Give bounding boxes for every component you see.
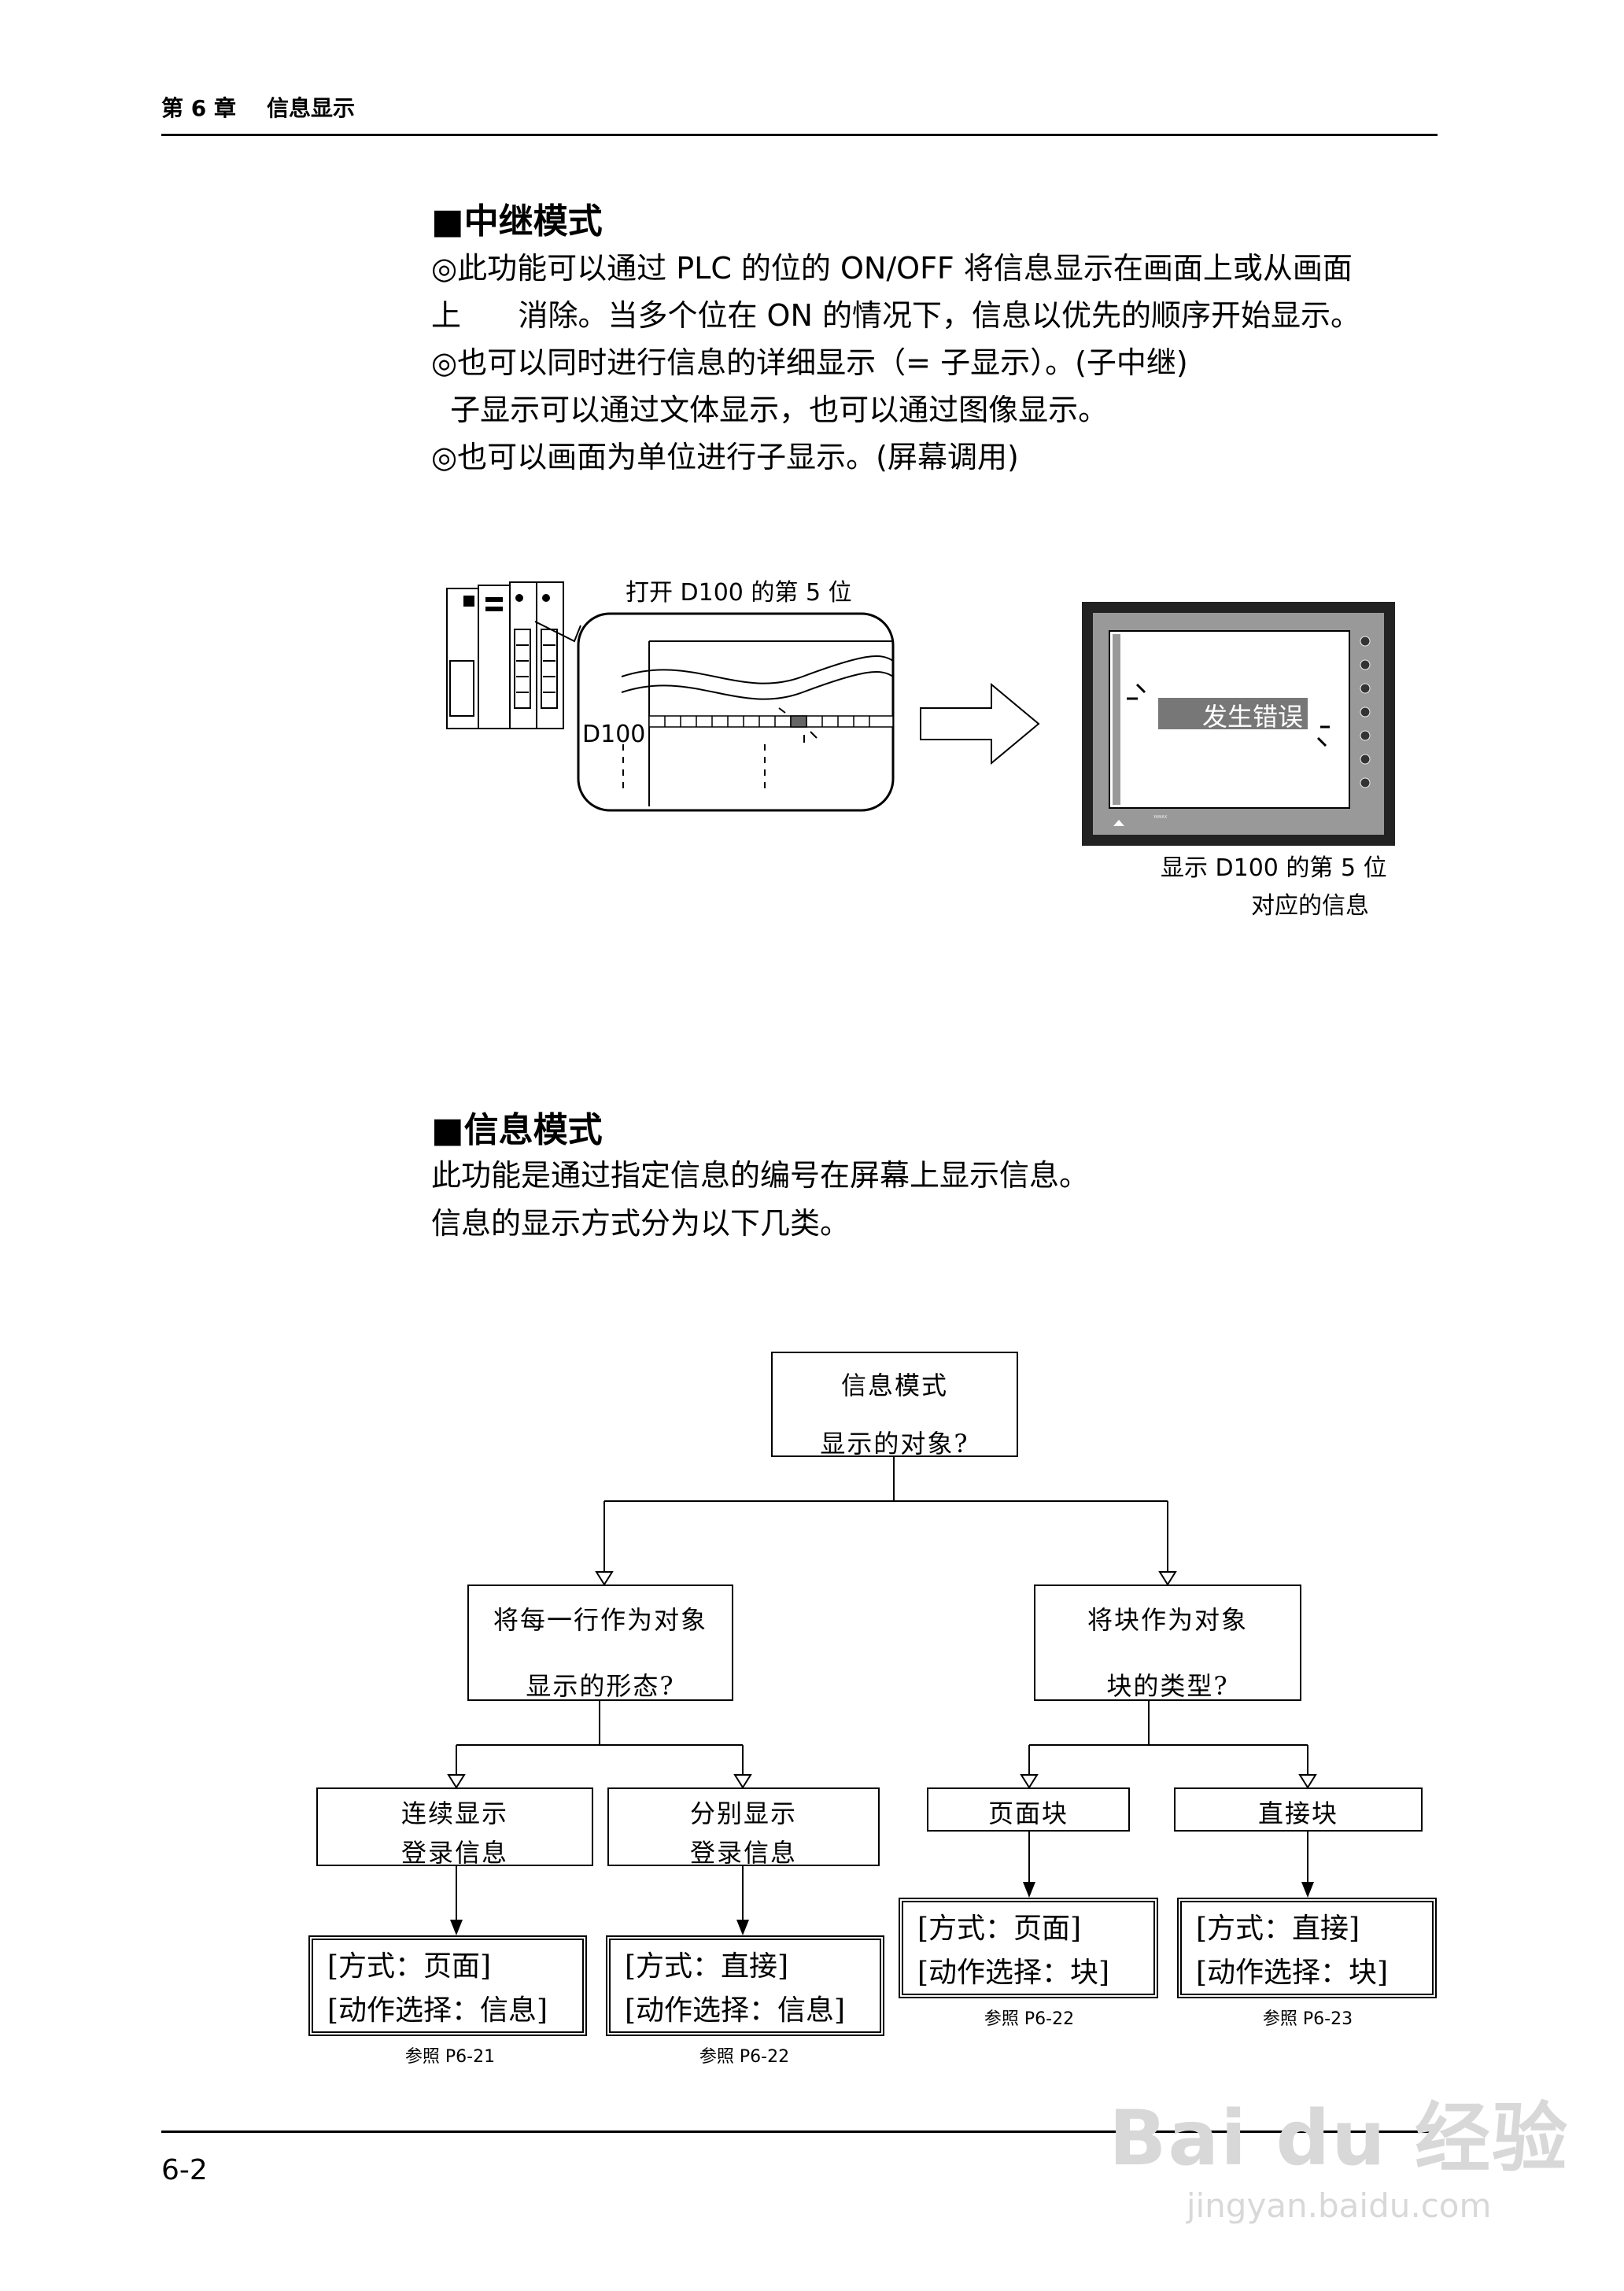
page-reference: 参照 P6-22 — [699, 2047, 790, 2067]
zoom-bubble — [577, 612, 895, 812]
figure-caption-bottom: 显示 D100 的第 5 位 — [1161, 854, 1387, 882]
chapter-header: 第 6 章 信息显示 — [161, 95, 355, 121]
setting-box: [方式：直接] [动作选择：块] — [1177, 1898, 1437, 1998]
page-reference: 参照 P6-21 — [404, 2047, 496, 2067]
operation-panel-icon — [1082, 602, 1395, 846]
flow-node-continuous: 连续显示 登录信息 — [316, 1787, 593, 1868]
setting-method: [方式：直接] — [625, 1950, 789, 1983]
plc-rack-icon — [446, 581, 564, 729]
page-reference: 参照 P6-22 — [984, 2009, 1075, 2029]
flow-node-line-target: 将每一行作为对象 显示的形态? — [467, 1585, 733, 1701]
setting-method: [方式：页面] — [327, 1950, 492, 1983]
section-title-relay-mode: ■中继模式 — [431, 201, 603, 242]
flow-node-text: 显示的对象? — [820, 1429, 969, 1459]
figure-caption-bottom: 对应的信息 — [1251, 892, 1369, 920]
flow-node-root: 信息模式 显示的对象? — [771, 1352, 1018, 1459]
watermark-logo: Bai du 经验 — [1109, 2094, 1569, 2182]
relay-mode-diagram — [446, 581, 1395, 846]
flow-node-text: 将每一行作为对象 — [493, 1605, 707, 1635]
flow-node-text: 登录信息 — [400, 1838, 508, 1868]
body-line: ◎此功能可以通过 PLC 的位的 ON/OFF 将信息显示在画面上或从画面 — [431, 251, 1353, 286]
setting-action: [动作选择：块] — [1196, 1957, 1389, 1989]
body-line: 子显示可以通过文体显示，也可以通过图像显示。 — [431, 393, 1109, 427]
flow-node-text: 连续显示 — [400, 1798, 508, 1828]
flow-node-direct-block: 直接块 — [1174, 1787, 1423, 1832]
flow-node-page-block: 页面块 — [927, 1787, 1130, 1832]
setting-action: [动作选择：信息] — [327, 1994, 548, 2027]
watermark-url: jingyan.baidu.com — [1186, 2186, 1492, 2225]
body-line: 信息的显示方式分为以下几类。 — [431, 1206, 851, 1241]
header-divider — [161, 134, 1438, 136]
flow-node-block-target: 将块作为对象 块的类型? — [1034, 1585, 1301, 1701]
setting-method: [方式：直接] — [1196, 1913, 1360, 1945]
body-line: 上 消除。当多个位在 ON 的情况下，信息以优先的顺序开始显示。 — [431, 298, 1360, 333]
flow-node-text: 直接块 — [1257, 1798, 1338, 1828]
flow-node-text: 块的类型? — [1106, 1671, 1229, 1701]
body-line: 此功能是通过指定信息的编号在屏幕上显示信息。 — [431, 1158, 1090, 1193]
setting-box: [方式：直接] [动作选择：信息] — [606, 1935, 884, 2036]
flow-node-text: 分别显示 — [689, 1798, 797, 1828]
screen-message: 发生错误 — [1201, 702, 1303, 732]
footer-divider — [161, 2131, 1438, 2133]
section-title-message-mode: ■信息模式 — [431, 1110, 603, 1150]
flow-node-text: 显示的形态? — [526, 1671, 675, 1701]
register-label: D100 — [582, 721, 646, 748]
setting-method: [方式：页面] — [917, 1913, 1082, 1945]
baidu-watermark: Bai du 经验 jingyan.baidu.com — [1109, 2077, 1569, 2225]
right-arrow-icon — [920, 682, 1040, 766]
flow-node-separate: 分别显示 登录信息 — [607, 1787, 880, 1868]
page-number: 6-2 — [161, 2154, 208, 2186]
d100-register-bits — [648, 715, 894, 728]
setting-box: [方式：页面] [动作选择：信息] — [308, 1935, 587, 2036]
body-line: ◎也可以画面为单位进行子显示。(屏幕调用) — [431, 440, 1019, 474]
setting-action: [动作选择：信息] — [625, 1994, 846, 2027]
flow-node-text: 将块作为对象 — [1087, 1605, 1248, 1635]
setting-action: [动作选择：块] — [917, 1957, 1110, 1989]
flow-node-text: 信息模式 — [840, 1371, 948, 1400]
setting-box: [方式：页面] [动作选择：块] — [899, 1898, 1158, 1998]
flow-node-text: 页面块 — [987, 1798, 1069, 1828]
page-reference: 参照 P6-23 — [1262, 2009, 1353, 2029]
figure-caption-top: 打开 D100 的第 5 位 — [626, 579, 852, 607]
body-line: ◎也可以同时进行信息的详细显示（= 子显示）。(子中继) — [431, 345, 1188, 380]
flow-node-text: 登录信息 — [689, 1838, 797, 1868]
panel-maker-label: YAMAX — [1153, 815, 1168, 820]
